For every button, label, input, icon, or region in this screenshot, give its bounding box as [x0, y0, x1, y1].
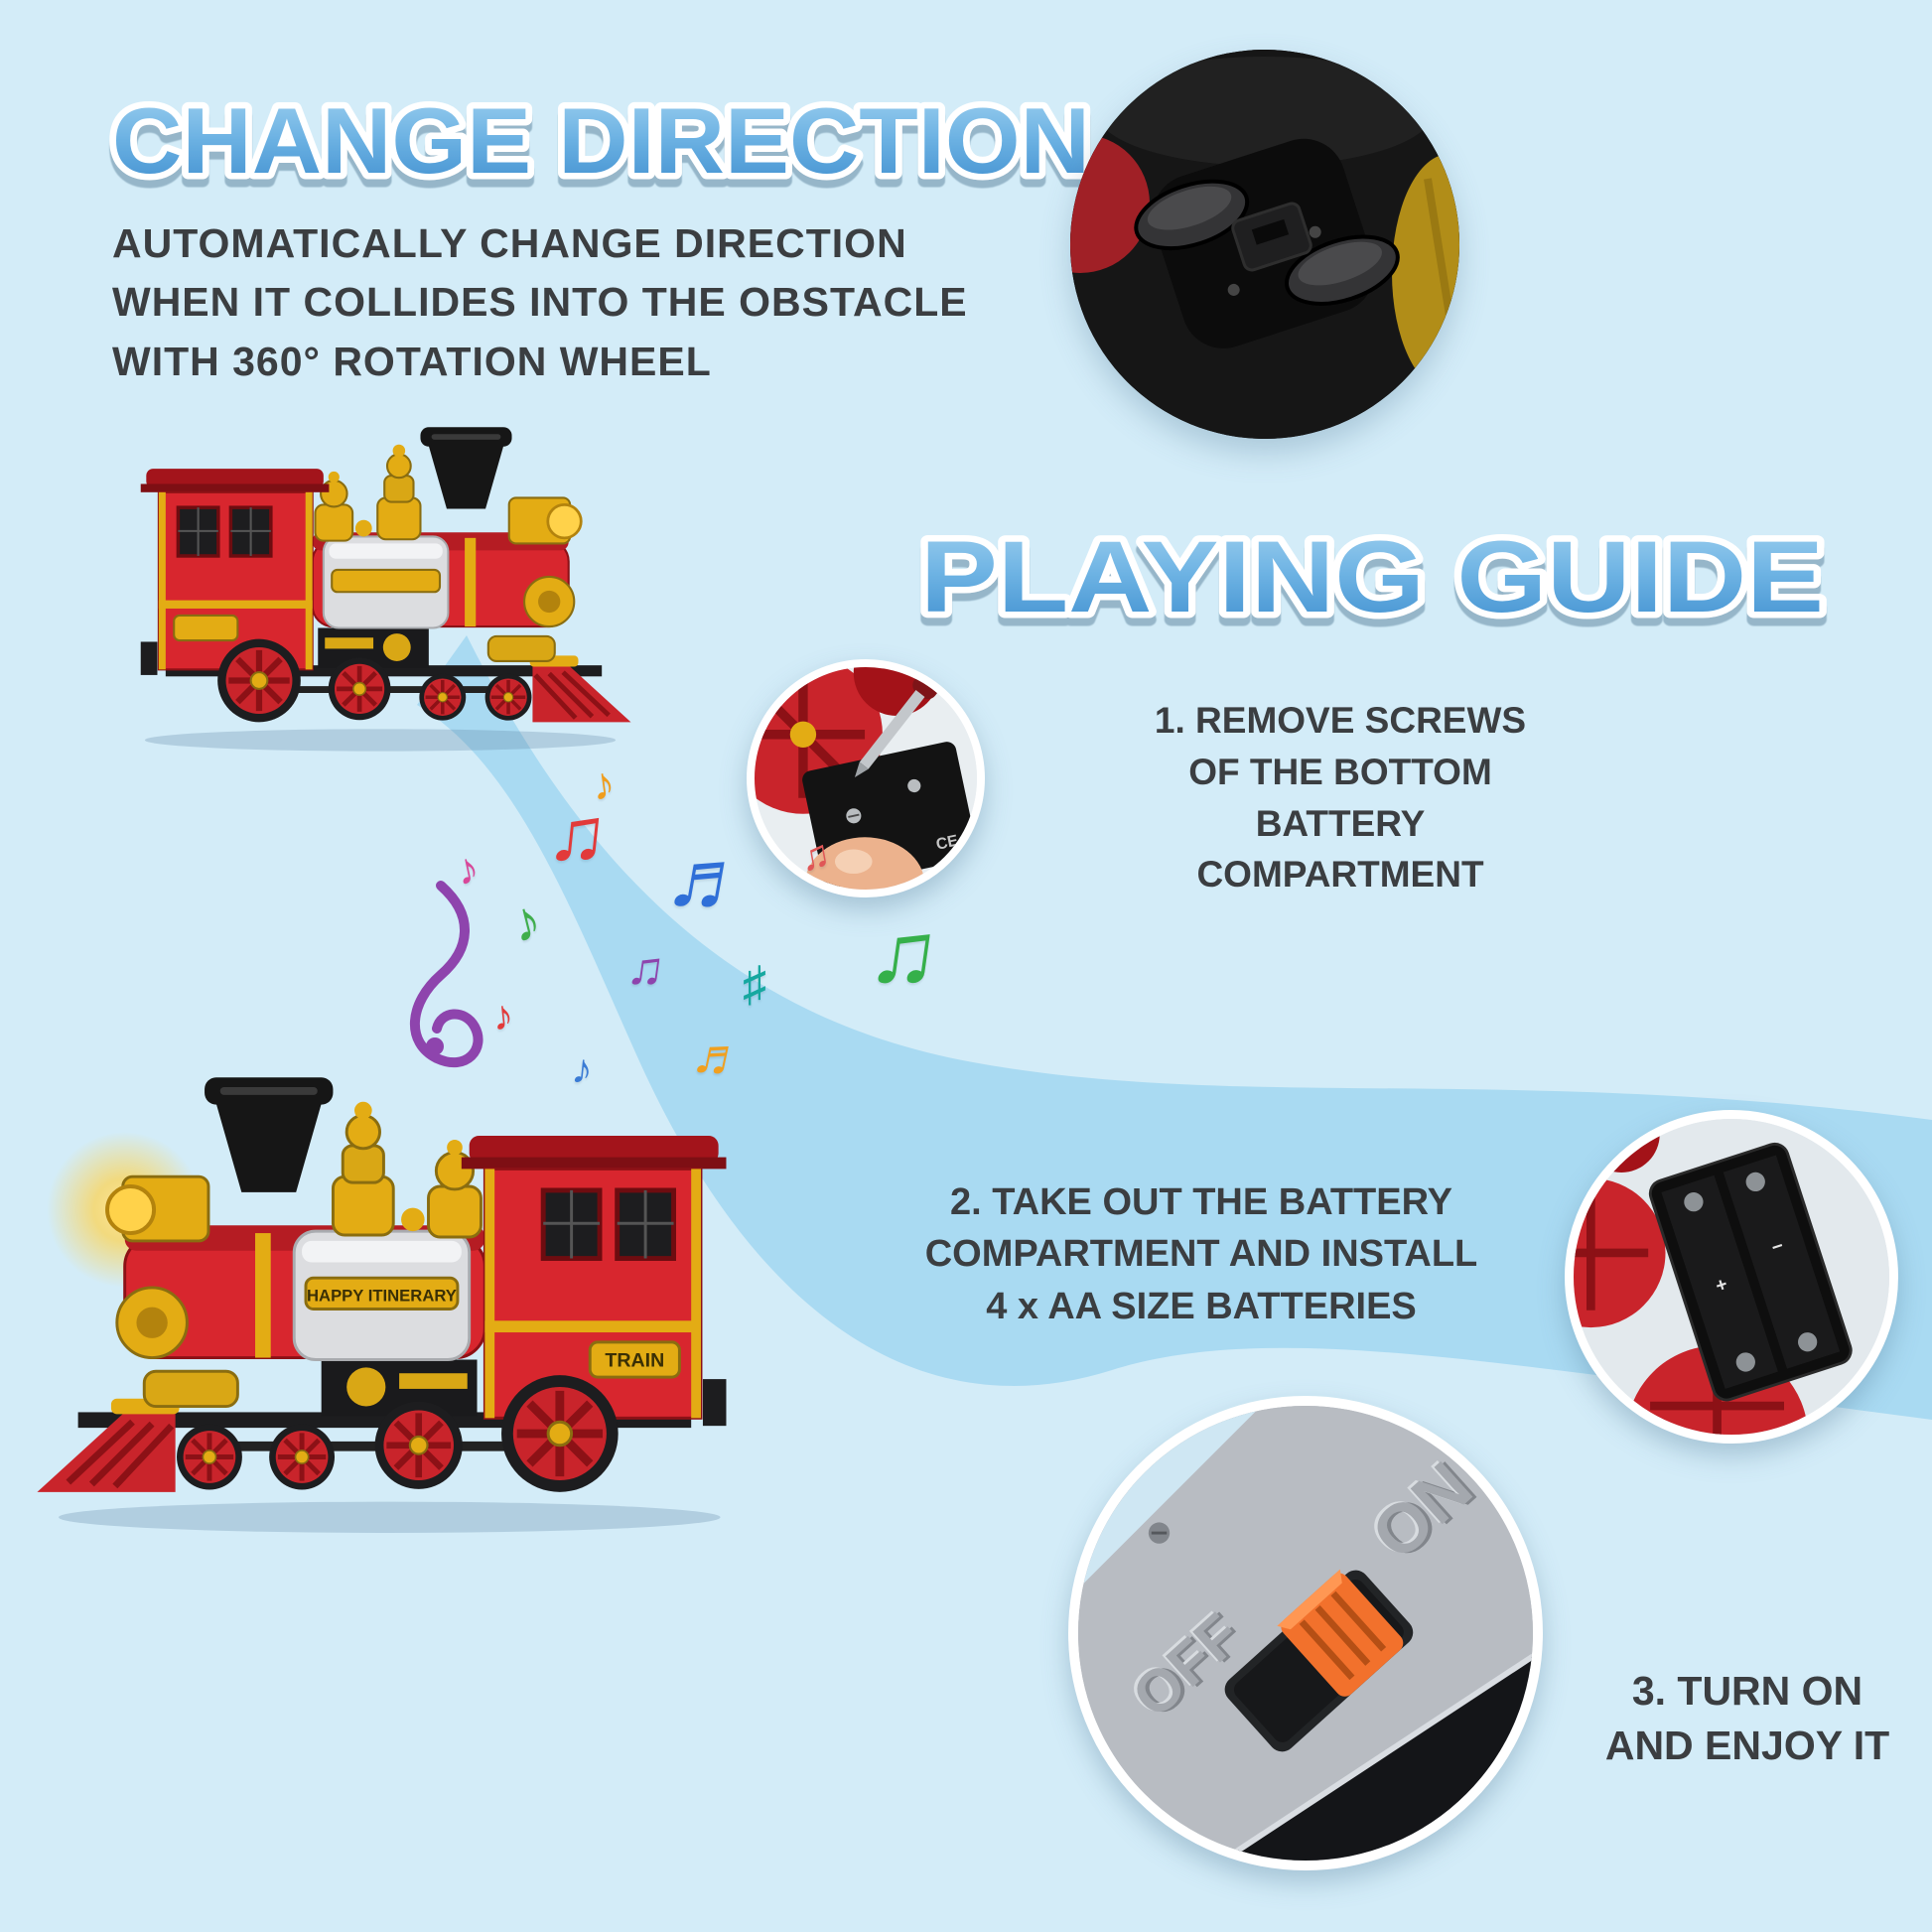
- music-note-icon: ♫: [623, 937, 669, 999]
- change-direction-title-text: CHANGE DIRECTION: [112, 88, 1090, 193]
- music-note-icon: ♯: [743, 958, 766, 1011]
- large-train-image: HAPPY ITINERARY TRAIN: [10, 1033, 750, 1539]
- small-train-image: [124, 395, 650, 756]
- step2-text: 2. TAKE OUT THE BATTERY COMPARTMENT AND …: [924, 1181, 1478, 1327]
- rotation-wheel-photo: [1070, 50, 1459, 439]
- side-plaque-text: TRAIN: [605, 1349, 664, 1371]
- treble-clef-icon: [409, 881, 483, 1068]
- boiler-plaque-text: HAPPY ITINERARY: [307, 1287, 457, 1306]
- ce-mark-text: CE: [934, 832, 960, 853]
- step3-photo-power-switch: OFF OFF OFF ON ON ON: [1068, 1396, 1543, 1870]
- step1-text: 1. REMOVE SCREWS OF THE BOTTOM BATTERY C…: [1154, 700, 1527, 896]
- step3-text: 3. TURN ON AND ENJOY IT: [1604, 1668, 1890, 1769]
- change-direction-description: AUTOMATICALLY CHANGE DIRECTION WHEN IT C…: [112, 220, 968, 384]
- music-note-icon: ♪: [489, 991, 516, 1039]
- train-body-edge: [1070, 134, 1150, 273]
- change-direction-title: CHANGE DIRECTION: [106, 82, 1097, 200]
- step2-photo-battery-compartment: + −: [1565, 1110, 1898, 1444]
- battery-holder-icon: + −: [1648, 1142, 1853, 1402]
- music-note-icon: ♪: [569, 1044, 596, 1093]
- playing-guide-title: PLAYING GUIDE: [914, 514, 1831, 640]
- music-note-icon: ♫: [863, 895, 947, 1009]
- music-note-icon: ♬: [687, 1023, 753, 1092]
- playing-guide-title-text: PLAYING GUIDE: [920, 520, 1824, 633]
- power-switch-icon: [1224, 1569, 1414, 1752]
- music-note-icon: ♬: [659, 823, 763, 935]
- music-note-icon: ♫: [543, 786, 613, 881]
- step1-photo-remove-screws: CE: [747, 659, 985, 897]
- rotation-wheel-assembly-icon: [1134, 138, 1400, 348]
